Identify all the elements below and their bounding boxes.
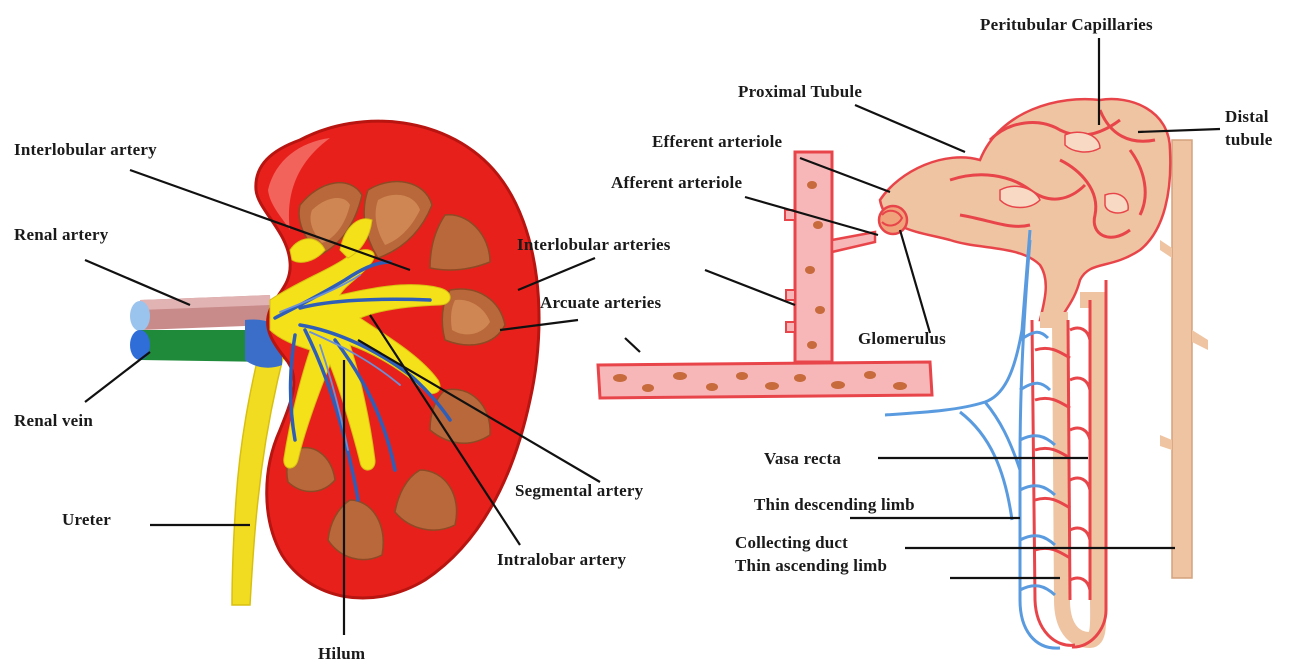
label-arcuate-arteries: Arcuate arteries: [540, 293, 662, 312]
label-distal-tubule-line1: Distal: [1225, 107, 1269, 126]
glomerulus-ball: [879, 206, 907, 234]
label-afferent-arteriole: Afferent arteriole: [611, 173, 742, 192]
label-segmental-artery: Segmental artery: [515, 481, 644, 500]
label-distal-tubule-line2: tubule: [1225, 130, 1273, 149]
kidney-illustration: [130, 121, 539, 605]
arcuate-arteries-segment: [598, 362, 932, 398]
label-thin-ascending-limb: Thin ascending limb: [735, 556, 887, 575]
collecting-duct-tube: [1172, 140, 1192, 578]
label-thin-descending-limb: Thin descending limb: [754, 495, 915, 514]
label-glomerulus: Glomerulus: [858, 329, 946, 348]
label-ureter: Ureter: [62, 510, 111, 529]
label-intralobar-artery: Intralobar artery: [497, 550, 626, 569]
label-vasa-recta: Vasa recta: [764, 449, 841, 468]
renal-artery-opening: [130, 301, 150, 331]
label-proximal-tubule: Proximal Tubule: [738, 82, 862, 101]
label-renal-vein: Renal vein: [14, 411, 93, 430]
label-collecting-duct: Collecting duct: [735, 533, 848, 552]
label-interlobular-arteries: Interlobular arteries: [517, 235, 671, 254]
label-peritubular-capillaries: Peritubular Capillaries: [980, 15, 1153, 34]
label-interlobular-artery: Interlobular artery: [14, 140, 157, 159]
label-efferent-arteriole: Efferent arteriole: [652, 132, 782, 151]
label-renal-artery: Renal artery: [14, 225, 109, 244]
label-hilum: Hilum: [318, 644, 365, 663]
